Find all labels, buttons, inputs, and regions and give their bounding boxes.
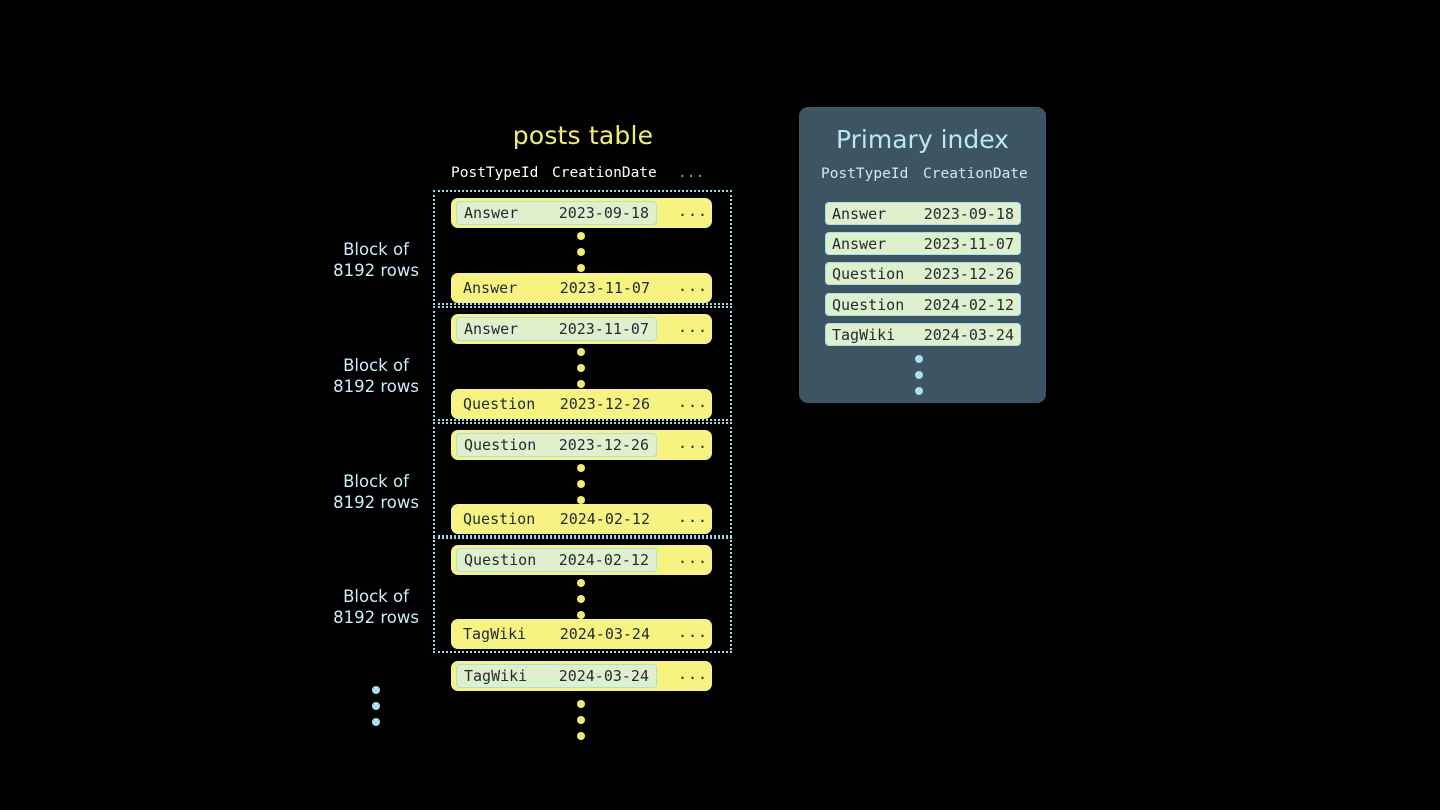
block-4-label-line2: 8192 rows: [333, 608, 419, 627]
row-gap-dots: [577, 232, 585, 272]
block-2-label-line2: 8192 rows: [333, 377, 419, 396]
table-row: Answer 2023-11-07 ...: [451, 314, 712, 344]
index-entry: Question 2024-02-12: [825, 293, 1021, 316]
row-highlight-box: TagWiki 2024-03-24: [456, 664, 657, 688]
primary-index-title: Primary index: [836, 125, 1009, 154]
block-4-label-line1: Block of: [343, 587, 409, 606]
column-header-posttypeid: PostTypeId: [451, 165, 539, 181]
cell-posttypeid: Question: [463, 395, 536, 413]
table-row: TagWiki 2024-03-24 ...: [451, 661, 712, 691]
row-highlight-box: Question 2023-12-26: [456, 433, 657, 457]
block-1-label-line1: Block of: [343, 240, 409, 259]
primary-index-panel: Primary index PostTypeId CreationDate An…: [799, 107, 1046, 403]
index-cell-posttypeid: TagWiki: [832, 326, 896, 344]
cell-ellipsis: ...: [678, 434, 709, 452]
index-column-header-creationdate: CreationDate: [923, 166, 1028, 182]
cell-ellipsis: ...: [678, 549, 709, 567]
table-row: Question 2024-02-12 ...: [451, 545, 712, 575]
row-gap-dots: [577, 464, 585, 504]
cell-posttypeid: Question: [464, 551, 537, 569]
cell-ellipsis: ...: [678, 508, 709, 526]
cell-posttypeid: Question: [464, 436, 537, 454]
cell-creationdate: 2023-11-07: [559, 279, 650, 297]
block-1-boundary: [433, 190, 732, 305]
row-gap-dots: [577, 348, 585, 388]
primary-index-column-headers: PostTypeId CreationDate: [799, 166, 1046, 186]
cell-creationdate: 2023-09-18: [558, 204, 649, 222]
cell-creationdate: 2024-03-24: [559, 625, 650, 643]
row-cells: Question 2024-02-12: [456, 507, 657, 531]
block-2-boundary: [433, 306, 732, 421]
index-cell-posttypeid: Answer: [832, 205, 887, 223]
index-entry: Answer 2023-09-18: [825, 202, 1021, 225]
row-cells: Question 2023-12-26: [456, 392, 657, 416]
cell-posttypeid: Answer: [464, 320, 519, 338]
index-cell-creationdate: 2023-09-18: [923, 205, 1014, 223]
block-2-label-line1: Block of: [343, 356, 409, 375]
block-2-label: Block of 8192 rows: [311, 355, 441, 397]
block-3-label-line1: Block of: [343, 472, 409, 491]
table-row: Answer 2023-09-18 ...: [451, 198, 712, 228]
cell-ellipsis: ...: [678, 318, 709, 336]
index-cell-creationdate: 2023-12-26: [923, 265, 1014, 283]
row-highlight-box: Question 2024-02-12: [456, 548, 657, 572]
row-gap-dots: [577, 579, 585, 619]
block-3-label-line2: 8192 rows: [333, 493, 419, 512]
index-column-header-posttypeid: PostTypeId: [821, 166, 909, 182]
cell-ellipsis: ...: [678, 202, 709, 220]
index-continuation-dots: [915, 355, 923, 395]
block-continuation-dots: [372, 686, 380, 726]
cell-ellipsis: ...: [678, 277, 709, 295]
index-entry: Answer 2023-11-07: [825, 232, 1021, 255]
cell-creationdate: 2023-12-26: [558, 436, 649, 454]
column-header-ellipsis: ...: [678, 165, 705, 181]
block-1-label-line2: 8192 rows: [333, 261, 419, 280]
index-cell-creationdate: 2023-11-07: [923, 235, 1014, 253]
cell-creationdate: 2024-03-24: [558, 667, 649, 685]
row-cells: Answer 2023-11-07: [456, 276, 657, 300]
cell-posttypeid: TagWiki: [464, 667, 528, 685]
index-cell-posttypeid: Answer: [832, 235, 887, 253]
cell-ellipsis: ...: [678, 665, 709, 683]
index-cell-posttypeid: Question: [832, 265, 905, 283]
block-4-boundary: [433, 537, 732, 653]
cell-posttypeid: Question: [463, 510, 536, 528]
table-row: Question 2023-12-26 ...: [451, 389, 712, 419]
row-cells: TagWiki 2024-03-24: [456, 622, 657, 646]
block-3-boundary: [433, 422, 732, 537]
cell-creationdate: 2024-02-12: [558, 551, 649, 569]
column-header-creationdate: CreationDate: [552, 165, 657, 181]
cell-creationdate: 2024-02-12: [559, 510, 650, 528]
table-row: Answer 2023-11-07 ...: [451, 273, 712, 303]
cell-creationdate: 2023-11-07: [558, 320, 649, 338]
block-4-label: Block of 8192 rows: [311, 586, 441, 628]
cell-ellipsis: ...: [678, 393, 709, 411]
block-3-label: Block of 8192 rows: [311, 471, 441, 513]
index-cell-creationdate: 2024-03-24: [923, 326, 1014, 344]
index-entry: Question 2023-12-26: [825, 262, 1021, 285]
table-row: Question 2024-02-12 ...: [451, 504, 712, 534]
table-row: TagWiki 2024-03-24 ...: [451, 619, 712, 649]
index-cell-creationdate: 2024-02-12: [923, 296, 1014, 314]
row-highlight-box: Answer 2023-11-07: [456, 317, 657, 341]
cell-posttypeid: Answer: [464, 204, 519, 222]
cell-creationdate: 2023-12-26: [559, 395, 650, 413]
index-cell-posttypeid: Question: [832, 296, 905, 314]
cell-ellipsis: ...: [678, 623, 709, 641]
posts-table-column-headers: PostTypeId CreationDate ...: [433, 165, 733, 185]
cell-posttypeid: Answer: [463, 279, 518, 297]
index-entry: TagWiki 2024-03-24: [825, 323, 1021, 346]
table-row: Question 2023-12-26 ...: [451, 430, 712, 460]
block-1-label: Block of 8192 rows: [311, 239, 441, 281]
table-continuation-dots: [577, 700, 585, 740]
posts-table-title: posts table: [512, 121, 654, 150]
row-highlight-box: Answer 2023-09-18: [456, 201, 657, 225]
cell-posttypeid: TagWiki: [463, 625, 527, 643]
